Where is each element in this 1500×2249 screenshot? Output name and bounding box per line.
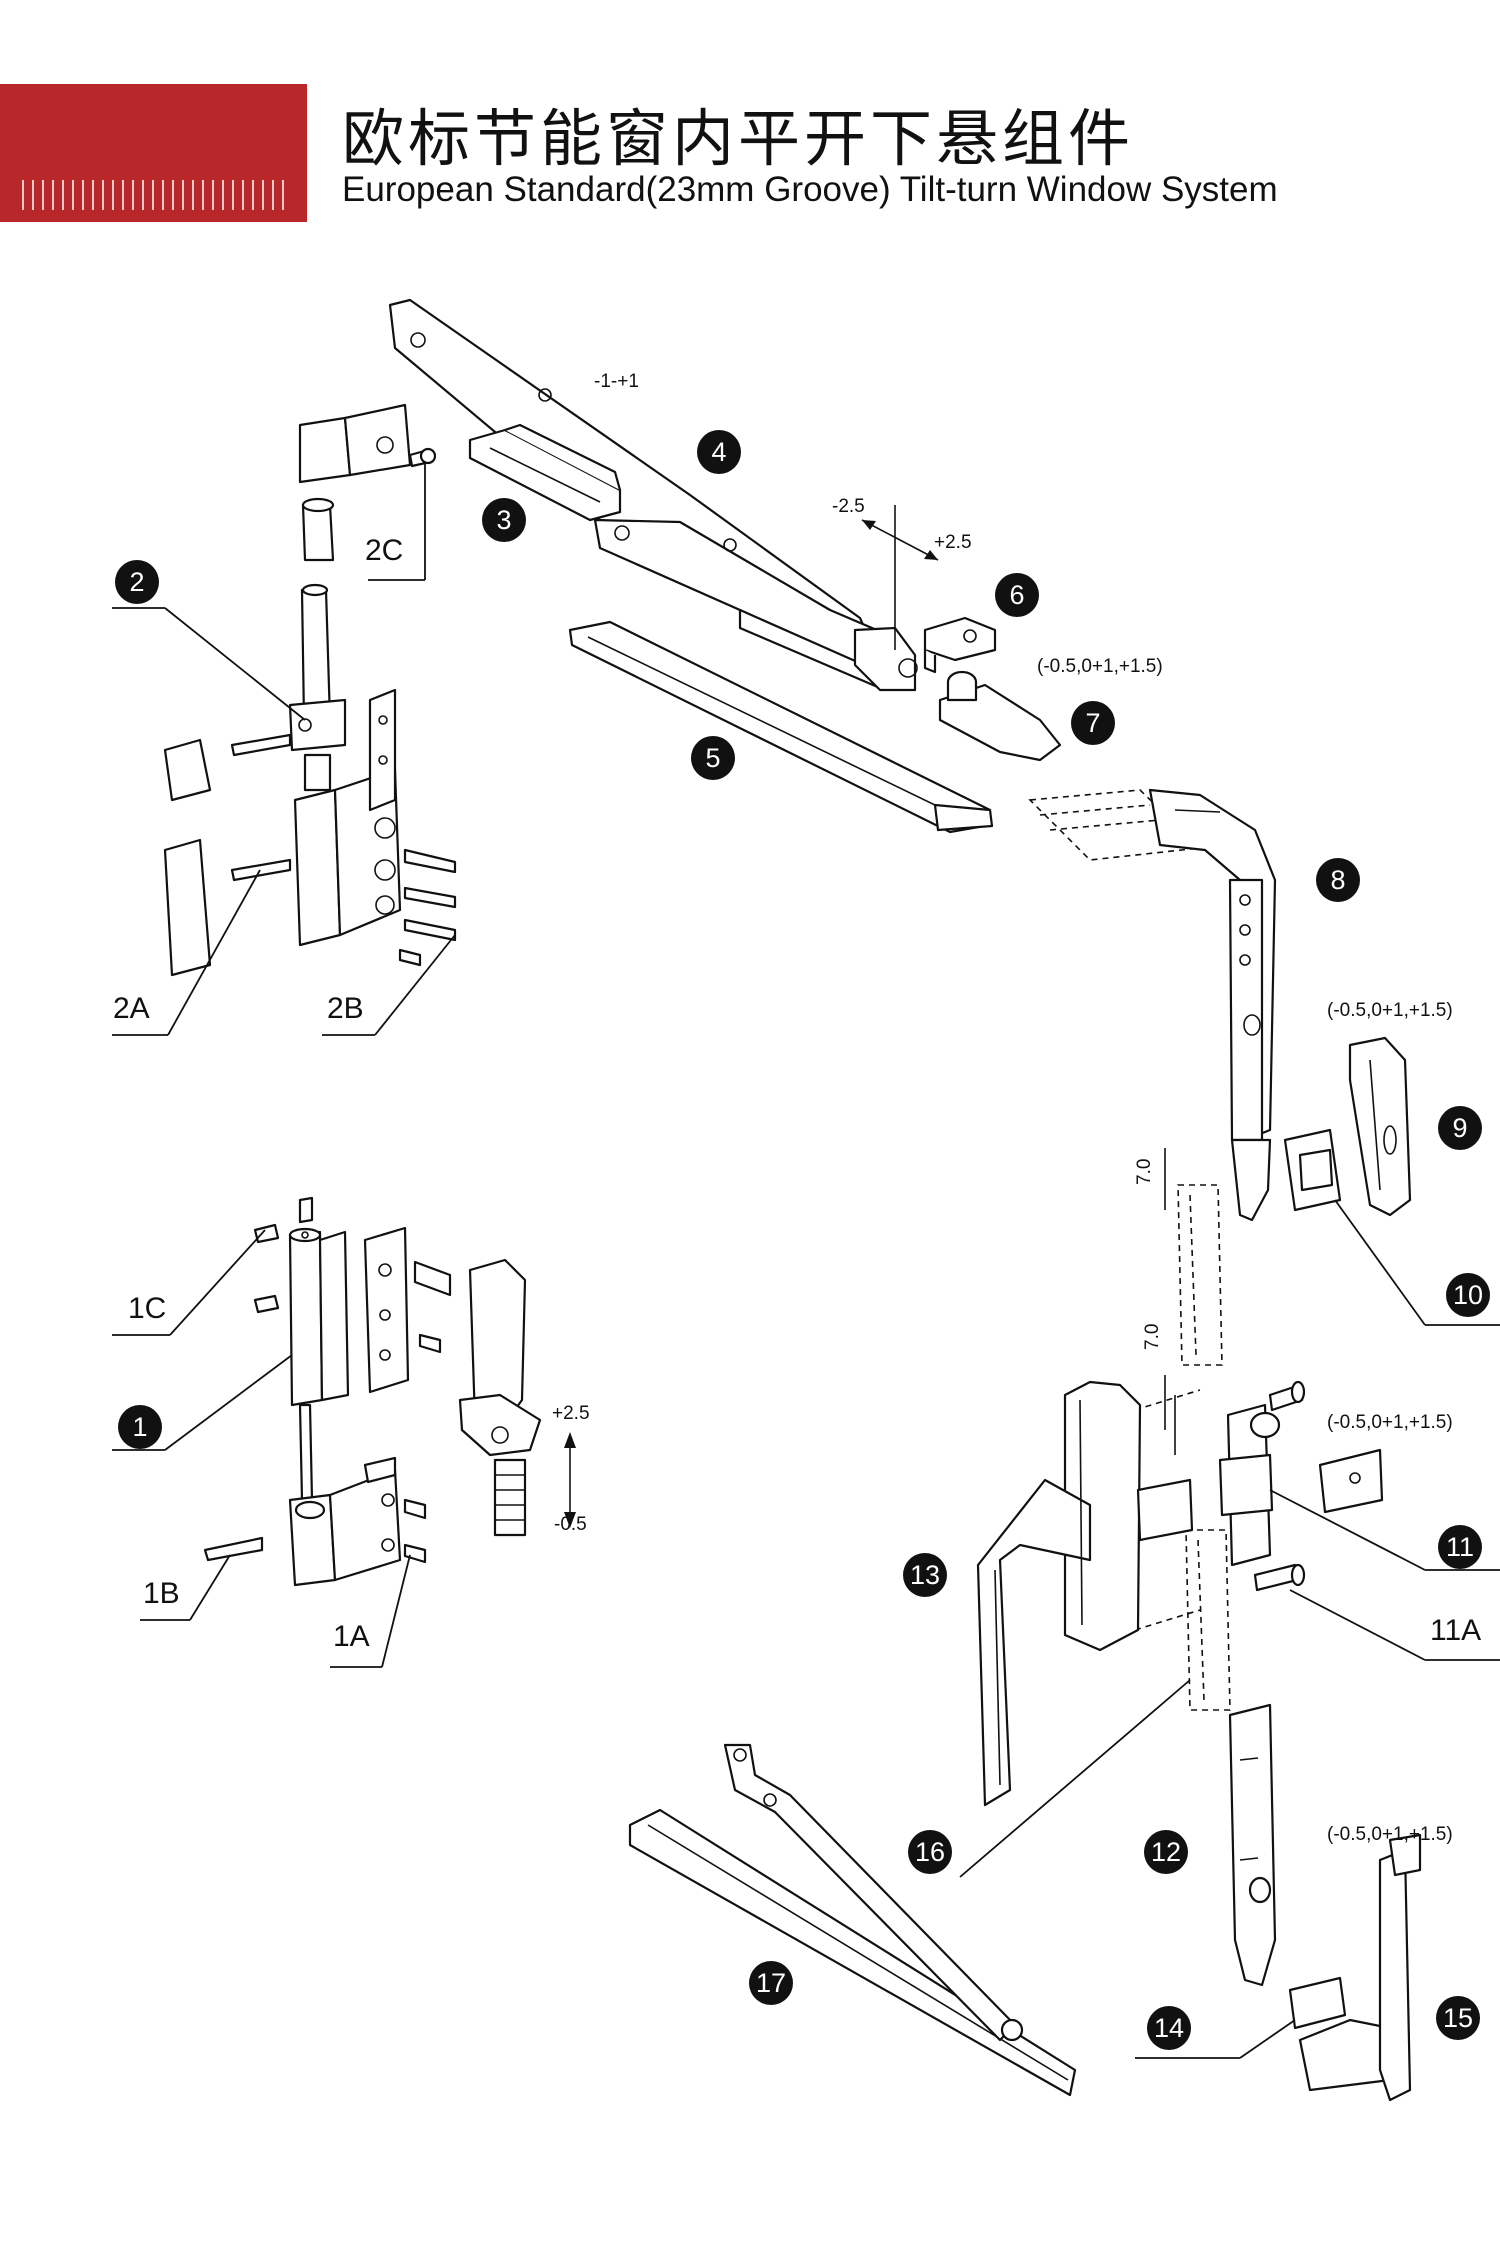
badge-6: 6 (995, 573, 1039, 617)
badge-10: 10 (1446, 1273, 1490, 1317)
badge-16: 16 (908, 1830, 952, 1874)
label-1C: 1C (128, 1292, 166, 1325)
part-2C-hinge-cap (298, 403, 437, 562)
label-2B: 2B (327, 992, 364, 1025)
badge-15: 15 (1436, 1996, 1480, 2040)
svg-text:5: 5 (705, 743, 720, 773)
part-3-slider (468, 423, 622, 522)
label-2C: 2C (365, 534, 403, 567)
part-10-striker (1283, 1128, 1342, 1212)
annotation-spacing-7-0-lower: 7.0 (1142, 1324, 1163, 1350)
svg-text:7: 7 (1085, 708, 1100, 738)
part-2-upper-hinge (230, 583, 457, 967)
badge-17: 17 (749, 1961, 793, 2005)
label-2A: 2A (113, 992, 150, 1025)
badge-2: 2 (115, 560, 159, 604)
badge-9: 9 (1438, 1106, 1482, 1150)
badge-14: 14 (1147, 2006, 1191, 2050)
badge-3: 3 (482, 498, 526, 542)
svg-text:3: 3 (496, 505, 511, 535)
part-7-keeper (938, 670, 1062, 762)
annotation-arm-range: -1-+1 (594, 371, 639, 392)
svg-text:6: 6 (1009, 580, 1024, 610)
badge-1: 1 (118, 1405, 162, 1449)
label-1A: 1A (333, 1620, 370, 1653)
annotation-tolerance-7: (-0.5,0+1,+1.5) (1037, 656, 1163, 677)
badge-12: 12 (1144, 1830, 1188, 1874)
badge-4: 4 (697, 430, 741, 474)
title-banner (0, 84, 307, 222)
annotation-minus-2-5: -2.5 (832, 496, 865, 517)
annotation-plus-2-5: +2.5 (934, 532, 972, 553)
svg-text:12: 12 (1151, 1837, 1181, 1867)
svg-text:15: 15 (1443, 2003, 1473, 2033)
annotation-hinge-plus-2-5: +2.5 (552, 1403, 590, 1424)
annotation-tolerance-11: (-0.5,0+1,+1.5) (1327, 1412, 1453, 1433)
adjust-arrow-6 (861, 519, 939, 561)
svg-text:4: 4 (711, 437, 726, 467)
svg-text:14: 14 (1154, 2013, 1184, 2043)
svg-text:17: 17 (756, 1968, 786, 1998)
badge-8: 8 (1316, 858, 1360, 902)
svg-text:8: 8 (1330, 865, 1345, 895)
svg-text:9: 9 (1452, 1113, 1467, 1143)
part-8-corner-drive (1028, 788, 1277, 1222)
badge-11: 11 (1438, 1525, 1482, 1569)
part-13-handle (976, 1380, 1194, 1807)
label-1B: 1B (143, 1577, 180, 1610)
part-14-15-corner (1288, 1833, 1422, 2102)
svg-text:2: 2 (129, 567, 144, 597)
page-title-english: European Standard(23mm Groove) Tilt-turn… (342, 170, 1278, 209)
badge-7: 7 (1071, 701, 1115, 745)
label-11A: 11A (1430, 1614, 1481, 1647)
badge-5: 5 (691, 736, 735, 780)
part-1-lower-hinge (203, 1196, 576, 1587)
svg-text:13: 13 (910, 1560, 940, 1590)
annotation-tolerance-15: (-0.5,0+1,+1.5) (1327, 1824, 1453, 1845)
rod-segments-dashed (1134, 1148, 1231, 1711)
page-title-chinese: 欧标节能窗内平开下悬组件 (342, 102, 1135, 175)
part-2A-covers (163, 738, 212, 977)
part-6-bracket (923, 616, 997, 674)
annotation-tolerance-9: (-0.5,0+1,+1.5) (1327, 1000, 1453, 1021)
annotation-spacing-7-0-upper: 7.0 (1134, 1159, 1155, 1185)
svg-text:10: 10 (1453, 1280, 1483, 1310)
part-12-drive-bottom (1228, 1703, 1277, 1987)
part-11-keep (1218, 1380, 1384, 1592)
annotation-hinge-minus-0-5: -0.5 (554, 1514, 587, 1535)
banner-stripes (22, 180, 292, 210)
svg-text:1: 1 (132, 1412, 147, 1442)
part-17-scissor-stay (628, 1743, 1077, 2097)
part-9-keeper (1348, 1036, 1412, 1217)
svg-text:11: 11 (1446, 1532, 1474, 1562)
svg-text:16: 16 (915, 1837, 945, 1867)
part-5-connecting-rod (568, 620, 994, 834)
part-4-stay-arm (388, 298, 918, 692)
leader-lines (112, 462, 1500, 2059)
badge-13: 13 (903, 1553, 947, 1597)
